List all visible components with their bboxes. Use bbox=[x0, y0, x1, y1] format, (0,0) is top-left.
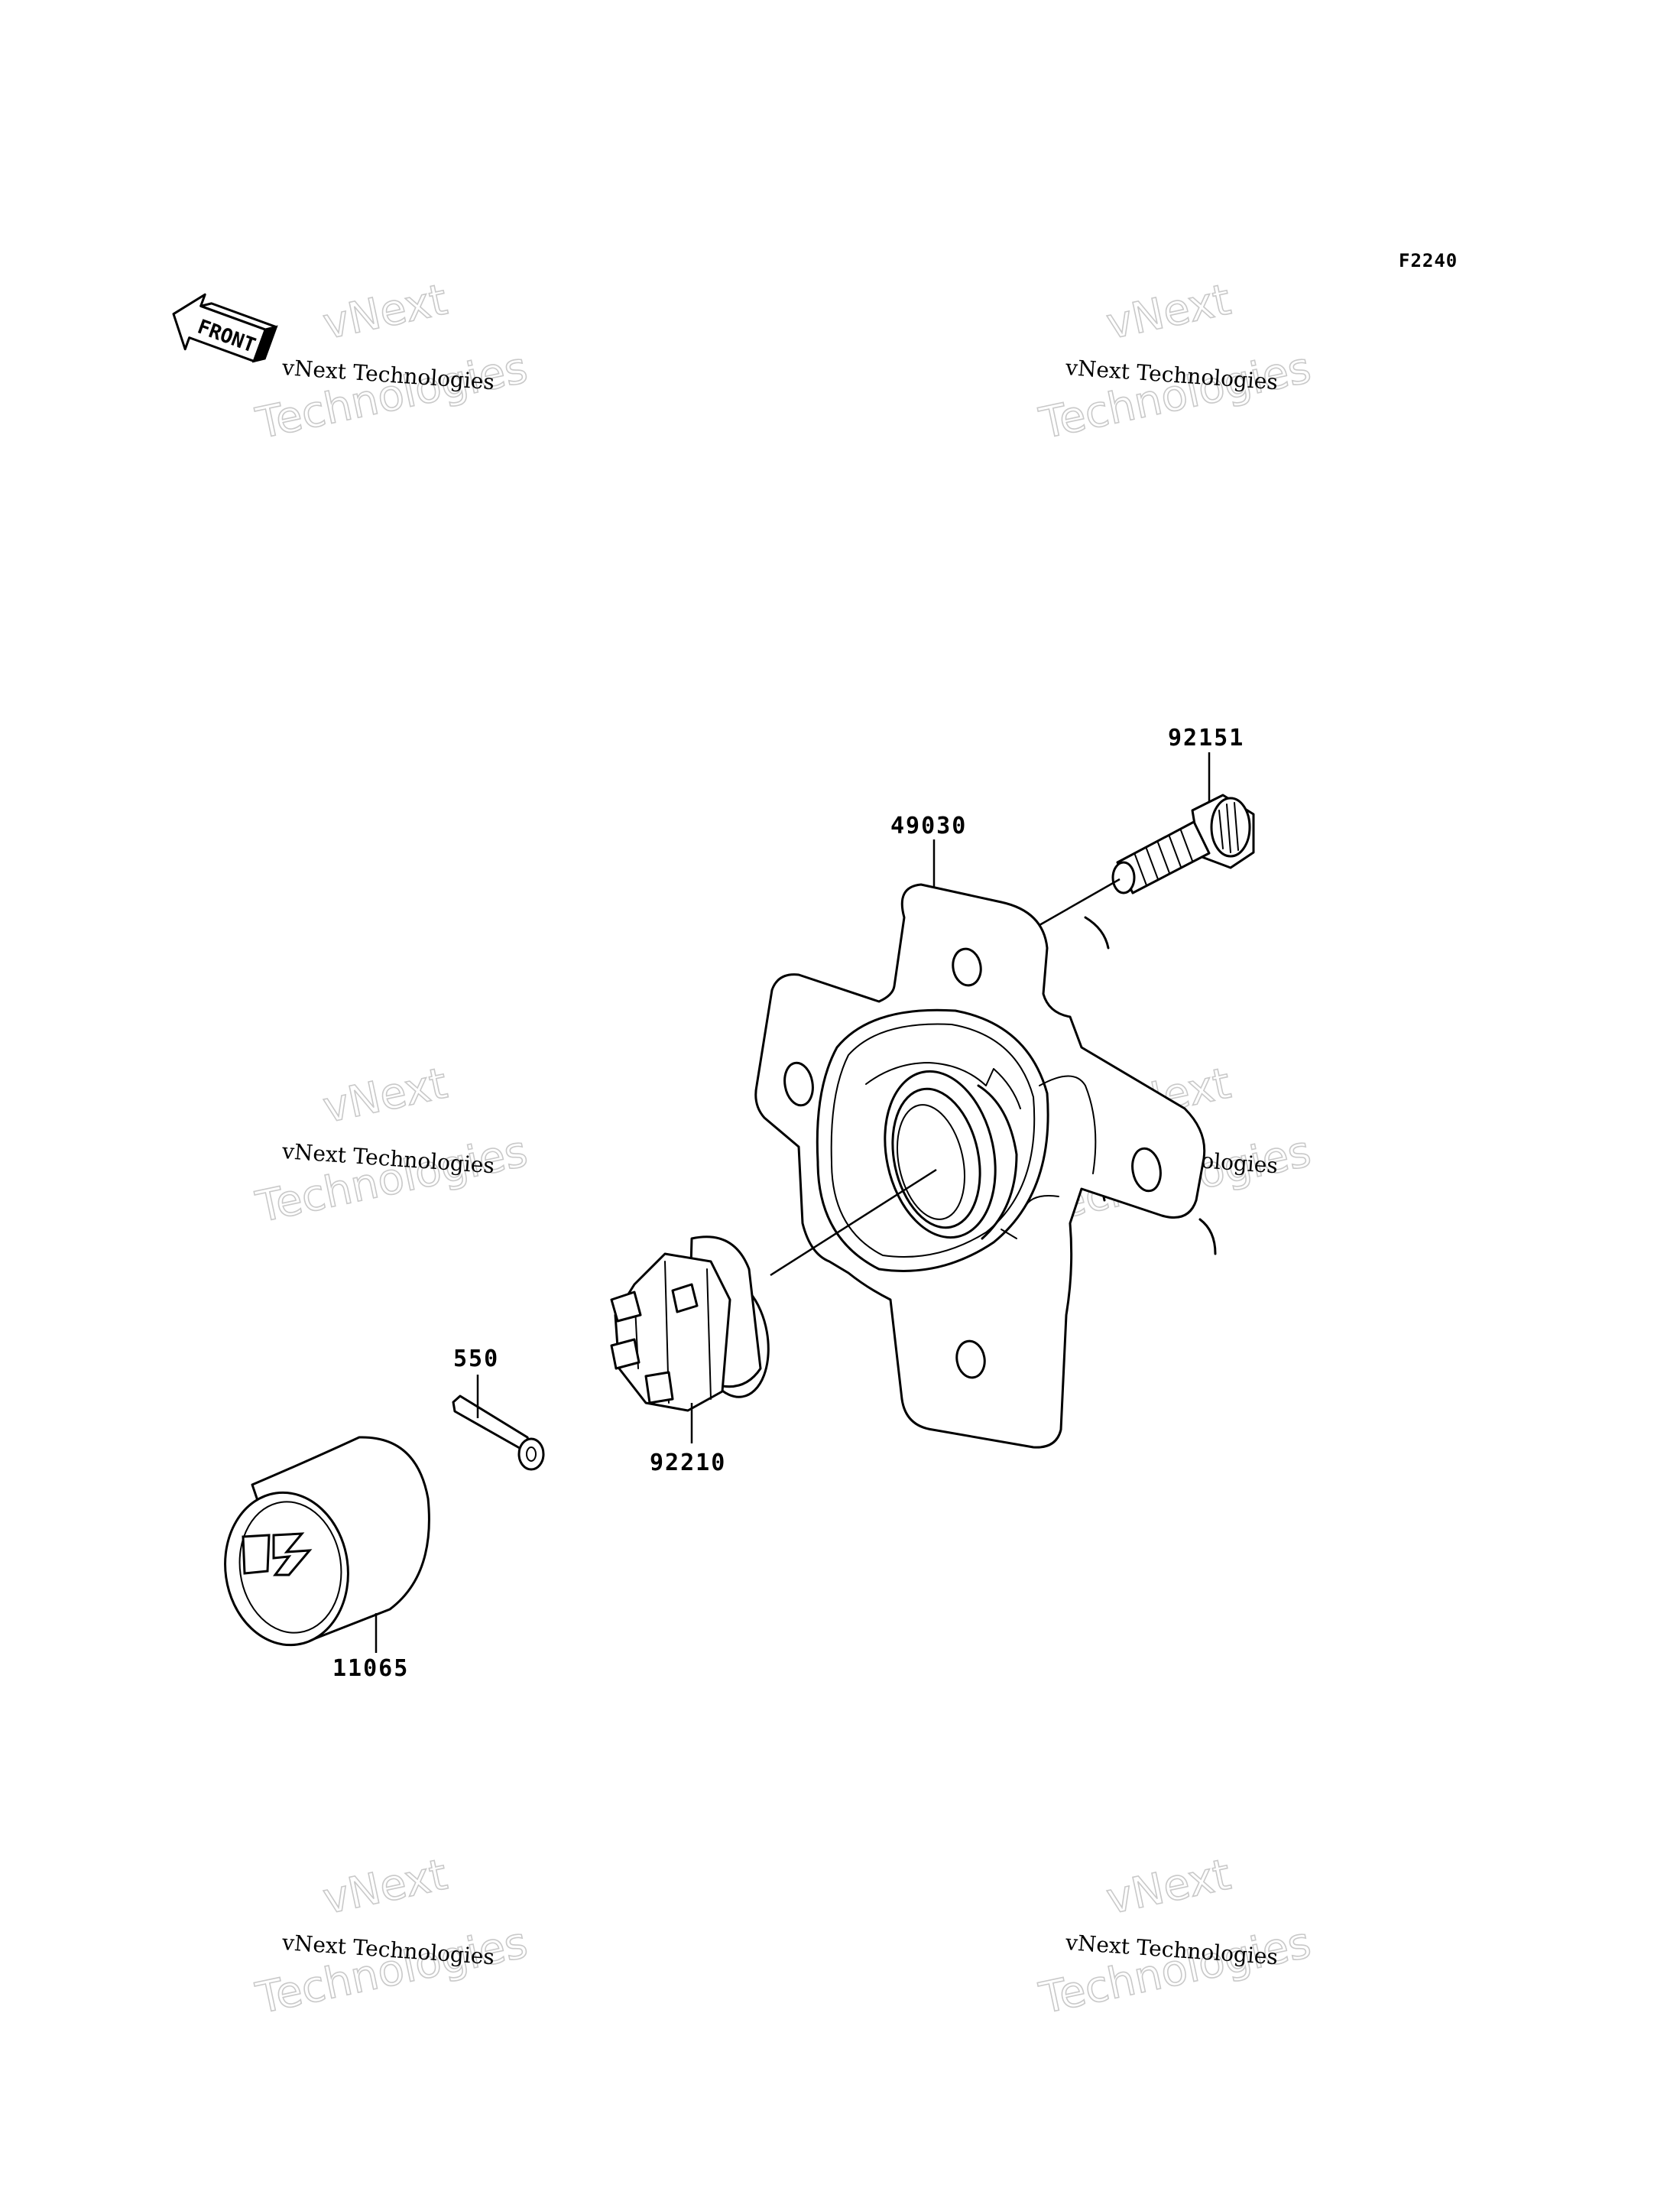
part-ref-92210: 92210 bbox=[650, 1450, 726, 1476]
watermark: vNext Technologies vNext Technologies bbox=[1034, 274, 1315, 450]
castle-nut-drawing bbox=[610, 1235, 770, 1412]
watermark: vNext Technologies vNext Technologies bbox=[1034, 1849, 1315, 2024]
wheel-hub-drawing bbox=[754, 883, 1217, 1449]
kawasaki-logo-icon bbox=[242, 1532, 313, 1576]
part-ref-92151: 92151 bbox=[1168, 725, 1244, 752]
watermark-brand: vNext bbox=[319, 1850, 452, 1925]
part-ref-49030: 49030 bbox=[890, 813, 967, 839]
figure-code: F2240 bbox=[1399, 250, 1458, 271]
watermark-brand: vNext bbox=[1102, 275, 1235, 350]
cotter-pin-drawing bbox=[452, 1394, 545, 1471]
watermark-brand: vNext bbox=[319, 1059, 452, 1134]
watermark-brand: vNext bbox=[319, 275, 452, 350]
watermark: vNext Technologies vNext Technologies bbox=[251, 1849, 532, 2024]
wheel-stud-drawing bbox=[1111, 794, 1255, 894]
watermark-brand: vNext bbox=[1102, 1850, 1235, 1925]
part-ref-550: 550 bbox=[453, 1346, 499, 1372]
hub-cap-drawing bbox=[224, 1436, 430, 1647]
part-ref-11065: 11065 bbox=[332, 1655, 409, 1682]
watermark: vNext Technologies vNext Technologies bbox=[251, 1058, 532, 1233]
front-arrow-icon: FRONT bbox=[172, 293, 278, 363]
watermark: vNext Technologies vNext Technologies bbox=[251, 274, 532, 450]
